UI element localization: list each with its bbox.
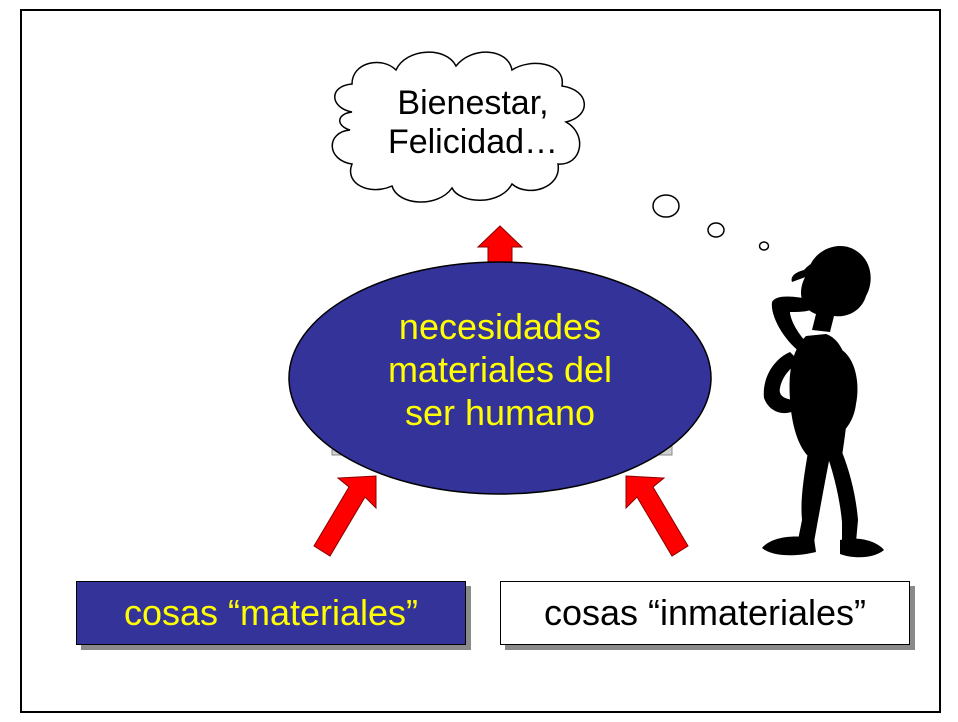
immaterial-things-label: cosas “inmateriales” [543, 592, 867, 633]
cloud-label: Bienestar, Felicidad… [378, 84, 568, 162]
red-arrow-icon [625, 475, 689, 557]
thinking-man-silhouette-icon [762, 245, 884, 558]
ellipse-label: necesidades materiales del ser humano [330, 305, 670, 435]
ellipse-label-line1: necesidades [398, 306, 602, 347]
immaterial-things-box: cosas “inmateriales” [500, 581, 910, 645]
red-arrow-icon [476, 225, 524, 263]
thought-bubble-medium [707, 222, 725, 238]
material-things-box: cosas “materiales” [76, 581, 466, 645]
cloud-label-line1: Bienestar, [397, 84, 549, 122]
thought-cloud-icon [331, 51, 770, 251]
ellipse-label-line2: materiales del [387, 349, 613, 391]
thought-bubble-large [652, 194, 680, 218]
ellipse-label-line3: ser humano [404, 392, 596, 434]
thought-bubble-small [758, 241, 770, 251]
cloud-label-line2: Felicidad… [387, 123, 559, 162]
needs-ellipse [288, 261, 712, 495]
red-arrow-icon [313, 475, 377, 557]
material-things-label: cosas “materiales” [123, 592, 419, 633]
